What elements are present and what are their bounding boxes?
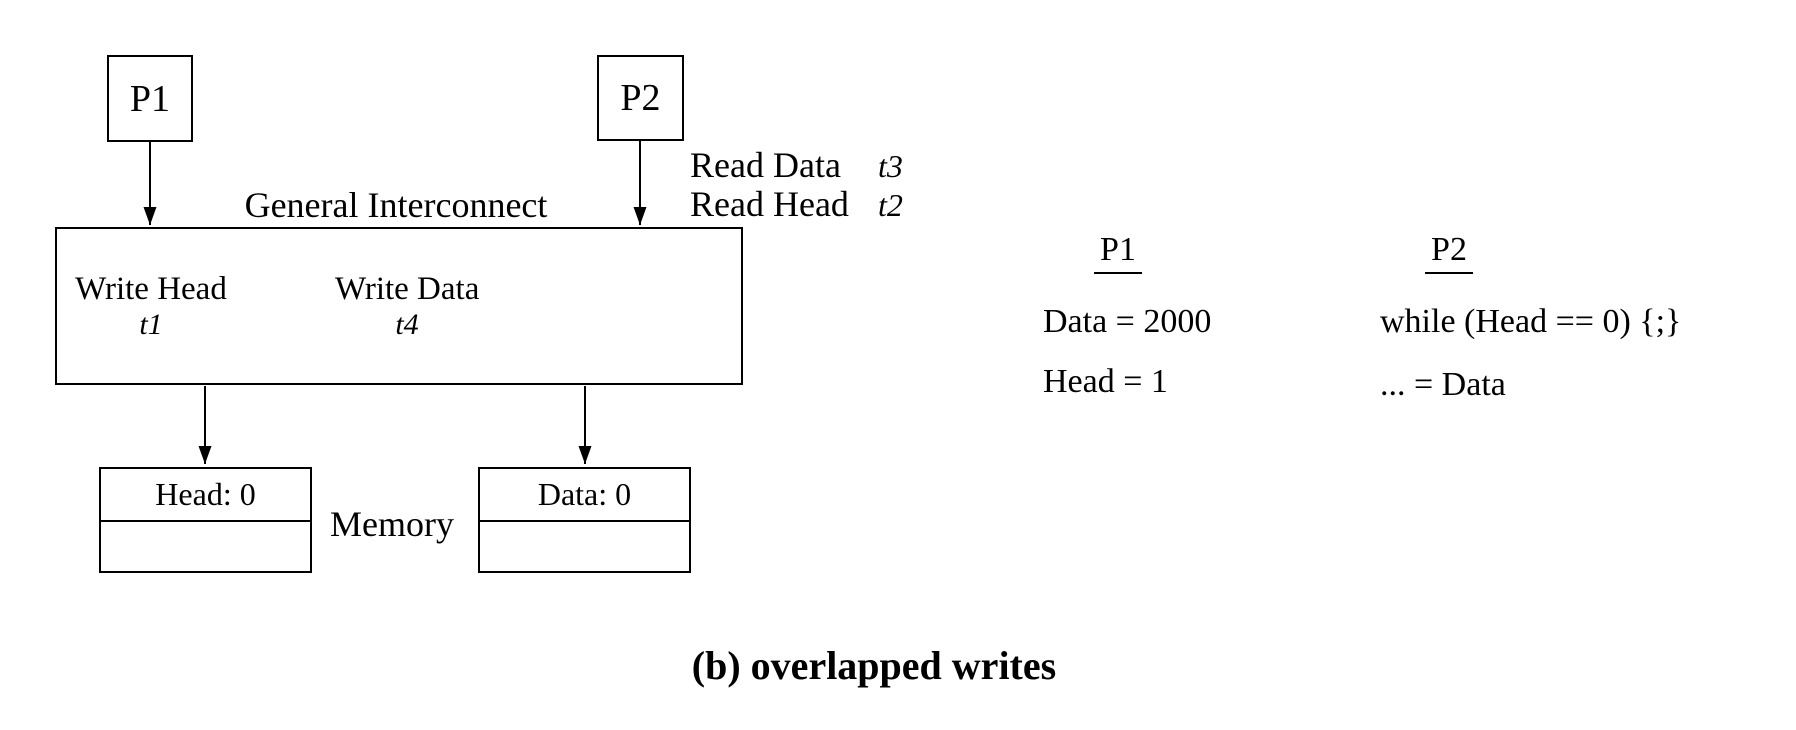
p2-processor-box: P2 [597, 55, 684, 141]
data-memory-value: Data: 0 [537, 476, 632, 512]
p1-processor-label: P1 [129, 77, 171, 120]
read-data-time: t3 [878, 148, 903, 184]
p1-processor-box: P1 [107, 55, 193, 142]
code-p1-line-2: Head = 1 [1043, 363, 1168, 400]
write-data-label: Write Data [335, 271, 480, 307]
read-ops-annotation: Read Data t3 Read Head t2 [690, 146, 903, 224]
code-p2-header: P2 [1425, 231, 1473, 274]
memory-label: Memory [330, 504, 454, 544]
p2-processor-label: P2 [620, 77, 661, 119]
read-head-label: Read Head [690, 184, 849, 224]
data-memory-value-cell: Data: 0 [480, 469, 689, 522]
code-p1-header: P1 [1094, 231, 1142, 274]
read-data-label: Read Data [690, 145, 841, 185]
interconnect-label: General Interconnect [244, 185, 548, 225]
head-memory-box: Head: 0 [99, 467, 312, 573]
read-data-line: Read Data t3 [690, 146, 903, 185]
data-memory-box: Data: 0 [478, 467, 691, 573]
data-memory-empty-cell [480, 522, 689, 571]
interconnect-box [55, 227, 743, 385]
code-p2-line-1: while (Head == 0) {;} [1380, 303, 1682, 340]
read-head-time: t2 [878, 187, 903, 223]
code-p2-line-2: ... = Data [1380, 366, 1506, 403]
head-memory-value: Head: 0 [155, 476, 256, 512]
read-head-line: Read Head t2 [690, 185, 903, 224]
code-p1-line-1: Data = 2000 [1043, 303, 1212, 340]
write-head-label: Write Head [75, 271, 227, 307]
write-data-group: Write Data t4 [335, 270, 479, 342]
write-data-time: t4 [395, 308, 419, 341]
write-head-group: Write Head t1 [73, 270, 229, 342]
head-memory-empty-cell [101, 522, 310, 571]
write-head-time: t1 [139, 308, 163, 341]
head-memory-value-cell: Head: 0 [101, 469, 310, 522]
figure-caption: (b) overlapped writes [691, 643, 1057, 688]
